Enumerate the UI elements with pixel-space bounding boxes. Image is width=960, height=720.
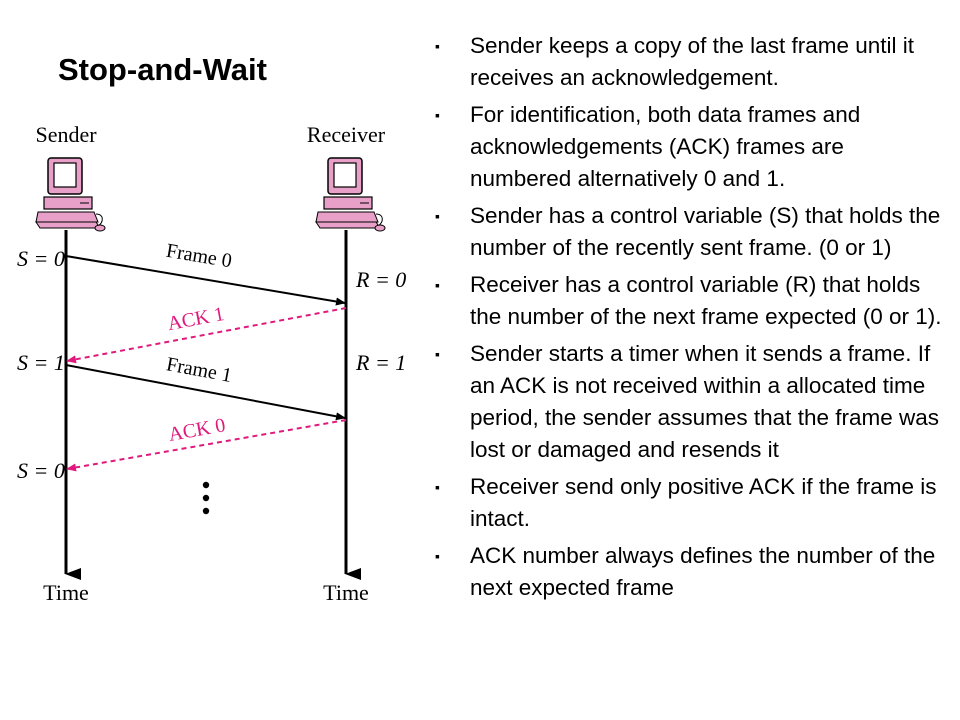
bullet-item: ▪ Receiver has a control variable (R) tha… [430,269,950,333]
sender-state-s1: S = 1 [17,350,65,375]
ack-0-label: ACK 0 [167,414,227,446]
time-label-sender: Time [43,580,89,605]
bullet-item: ▪ Sender has a control variable (S) that … [430,200,950,264]
bullet-list: ▪ Sender keeps a copy of the last frame u… [430,30,950,609]
ack-0-arrow [66,419,347,472]
bullet-item: ▪ Receiver send only positive ACK if the … [430,471,950,535]
frame-1-arrow [65,364,346,421]
receiver-state-r0: R = 0 [355,267,406,292]
bullet-marker: ▪ [435,346,440,362]
bullet-marker: ▪ [435,479,440,495]
bullet-text: Sender starts a timer when it sends a fr… [470,341,939,462]
time-label-receiver: Time [323,580,369,605]
stop-and-wait-diagram: Sender Receiver Time Time S = 0 S = 1 S … [17,122,406,605]
receiver-state-r1: R = 1 [355,350,406,375]
bullet-text: Sender has a control variable (S) that h… [470,203,941,260]
bullet-text: ACK number always defines the number of … [470,543,936,600]
frame-0-arrow [65,255,346,306]
frame-1-label: Frame 1 [165,353,234,387]
page-title: Stop-and-Wait [58,52,267,87]
bullet-item: ▪ Sender keeps a copy of the last frame u… [430,30,950,94]
bullet-marker: ▪ [435,548,440,564]
receiver-label: Receiver [307,122,386,147]
sender-label: Sender [35,122,97,147]
receiver-computer-icon [315,157,386,232]
bullet-marker: ▪ [435,107,440,123]
bullet-item: ▪ Sender starts a timer when it sends a f… [430,338,950,466]
sender-state-s0: S = 0 [17,246,65,271]
sender-computer-icon [35,157,106,232]
frame-0-label: Frame 0 [165,240,234,273]
bullet-text: Receiver send only positive ACK if the f… [470,474,937,531]
bullet-marker: ▪ [435,277,440,293]
bullet-text: Receiver has a control variable (R) that… [470,272,942,329]
sender-state-s0-again: S = 0 [17,458,65,483]
bullet-marker: ▪ [435,38,440,54]
ack-1-arrow [66,307,347,364]
bullet-text: For identification, both data frames and… [470,102,861,191]
ack-1-label: ACK 1 [166,303,226,335]
bullet-item: ▪ For identification, both data frames an… [430,99,950,195]
bullet-marker: ▪ [435,208,440,224]
bullet-text: Sender keeps a copy of the last frame un… [470,33,914,90]
continuation-dots [202,481,210,515]
bullet-item: ▪ ACK number always defines the number of… [430,540,950,604]
